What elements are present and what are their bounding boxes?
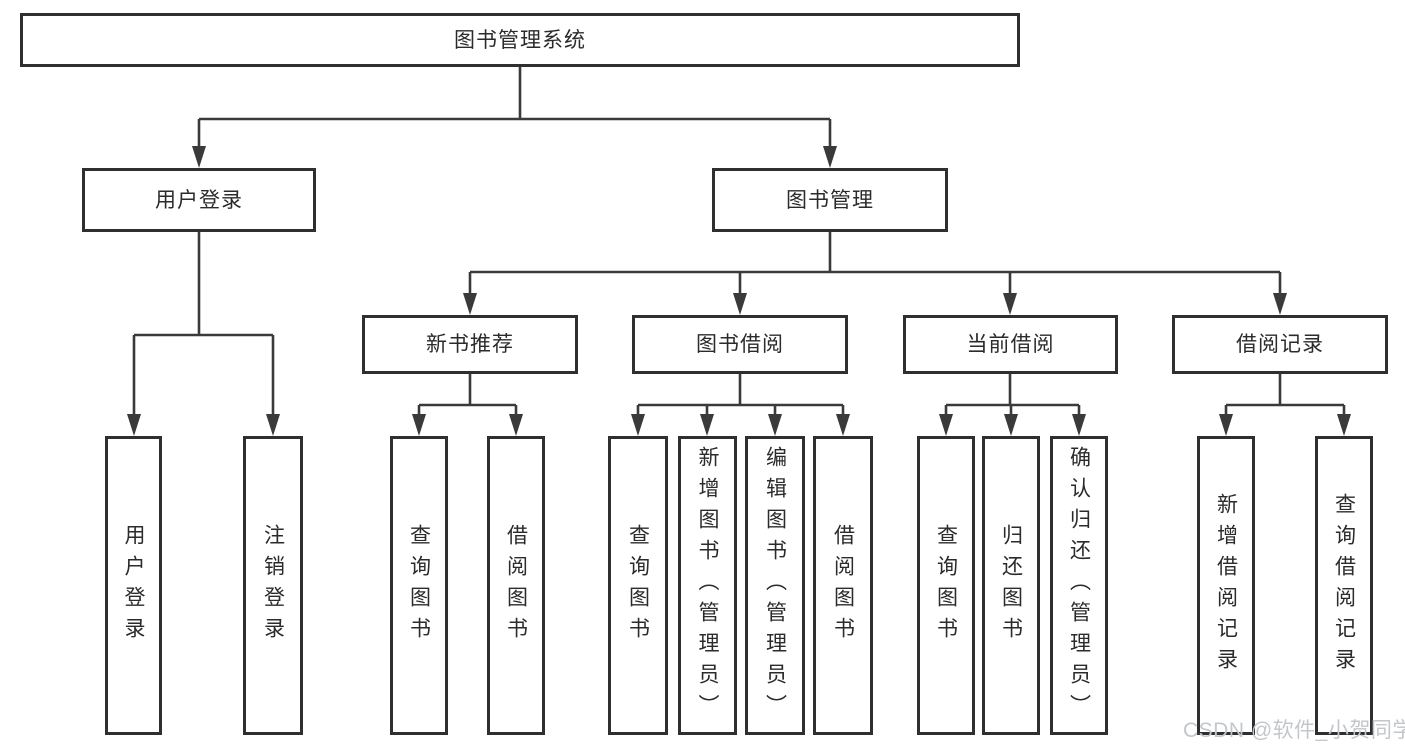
connector-user-login-to-leaves	[127, 231, 280, 436]
leaf-cb-confirm-return-admin: 确认归还（管理员）	[1050, 436, 1108, 735]
leaf-label: 新增借阅记录	[1214, 492, 1238, 679]
connector-book-management-to-level3	[463, 231, 1287, 315]
connector-borrowing-records-to-leaves	[1219, 373, 1351, 436]
node-label: 图书管理	[786, 188, 874, 212]
leaf-label: 用户登录	[122, 523, 145, 648]
leaf-label: 查询图书	[934, 523, 958, 648]
leaf-bb-borrow-books: 借阅图书	[813, 436, 873, 735]
node-label: 图书借阅	[696, 333, 784, 356]
leaf-label: 查询图书	[407, 523, 431, 648]
connector-current-borrowing-to-leaves	[939, 373, 1086, 436]
leaf-cb-query-books: 查询图书	[917, 436, 975, 735]
node-label: 借阅记录	[1236, 333, 1324, 356]
leaf-label: 确认归还（管理员）	[1067, 446, 1091, 725]
node-label: 新书推荐	[426, 333, 514, 356]
leaf-label: 归还图书	[999, 523, 1023, 648]
leaf-label: 新增图书（管理员）	[696, 446, 719, 725]
node-user-login: 用户登录	[82, 168, 316, 232]
node-library-management-system: 图书管理系统	[20, 13, 1020, 67]
node-book-borrowing: 图书借阅	[632, 315, 848, 374]
node-borrowing-records: 借阅记录	[1172, 315, 1388, 374]
leaf-br-query-borrow-record: 查询借阅记录	[1315, 436, 1373, 735]
leaf-bb-add-books-admin: 新增图书（管理员）	[678, 436, 737, 735]
node-label: 图书管理系统	[454, 28, 586, 52]
connector-new-book-recommend-to-leaves	[412, 373, 523, 436]
node-current-borrowing: 当前借阅	[903, 315, 1118, 374]
leaf-nbr-borrow-books: 借阅图书	[487, 436, 545, 735]
leaf-label: 查询图书	[626, 523, 650, 648]
leaf-cb-return-books: 归还图书	[982, 436, 1040, 735]
node-label: 用户登录	[155, 188, 243, 212]
leaf-label: 编辑图书（管理员）	[763, 446, 787, 725]
leaf-user-login: 用户登录	[105, 436, 162, 735]
connector-root-to-level2	[192, 66, 837, 168]
leaf-label: 注销登录	[261, 523, 285, 648]
leaf-br-add-borrow-record: 新增借阅记录	[1197, 436, 1255, 735]
node-label: 当前借阅	[966, 333, 1055, 356]
leaf-label: 借阅图书	[504, 523, 528, 648]
leaf-bb-edit-books-admin: 编辑图书（管理员）	[745, 436, 805, 735]
csdn-watermark: CSDN @软件_小贺同学	[1183, 719, 1405, 742]
leaf-label: 查询借阅记录	[1332, 492, 1356, 679]
node-new-book-recommendation: 新书推荐	[362, 315, 578, 374]
leaf-logout: 注销登录	[243, 436, 303, 735]
leaf-bb-query-books: 查询图书	[608, 436, 668, 735]
leaf-nbr-query-books: 查询图书	[390, 436, 448, 735]
node-book-management: 图书管理	[712, 168, 948, 232]
connector-book-borrowing-to-leaves	[631, 373, 850, 436]
leaf-label: 借阅图书	[831, 523, 855, 648]
